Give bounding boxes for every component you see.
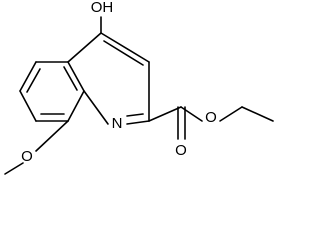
bond-c8a-c4a-inner xyxy=(63,66,78,91)
bond-c2-n1-inner xyxy=(126,113,144,117)
bond-c6-c7 xyxy=(19,90,37,122)
bond-c5-c6-inner xyxy=(26,68,41,93)
bond-c8-om xyxy=(35,120,69,152)
bond-ch2-ch3 xyxy=(241,106,274,122)
bond-n1-c8a xyxy=(83,90,109,125)
hydroxyl-label: OH xyxy=(91,0,114,16)
chemical-structure: OH N O O O xyxy=(4,0,274,175)
bond-om-ch3 xyxy=(4,162,24,175)
bond-c4a-c4 xyxy=(67,32,102,63)
bond-o-ch2 xyxy=(219,106,243,122)
bond-c4-c3 xyxy=(100,32,150,63)
methoxy-oxygen-label: O xyxy=(21,148,33,165)
bond-carbonyl-o xyxy=(180,106,203,122)
ring-nitrogen-label: N xyxy=(112,115,123,132)
bond-c2-n1 xyxy=(126,120,150,125)
bond-c4-c3-inner xyxy=(103,40,144,66)
bond-c8a-c4a xyxy=(67,61,85,92)
bond-c8-c8a xyxy=(67,90,85,122)
carbonyl-oxygen-label: O xyxy=(175,142,187,159)
ester-ether-oxygen-label: O xyxy=(205,109,217,126)
bond-c2-carbonyl xyxy=(148,106,182,122)
bond-c5-c6 xyxy=(19,61,37,92)
structure-canvas: OH N O O O xyxy=(4,0,274,175)
